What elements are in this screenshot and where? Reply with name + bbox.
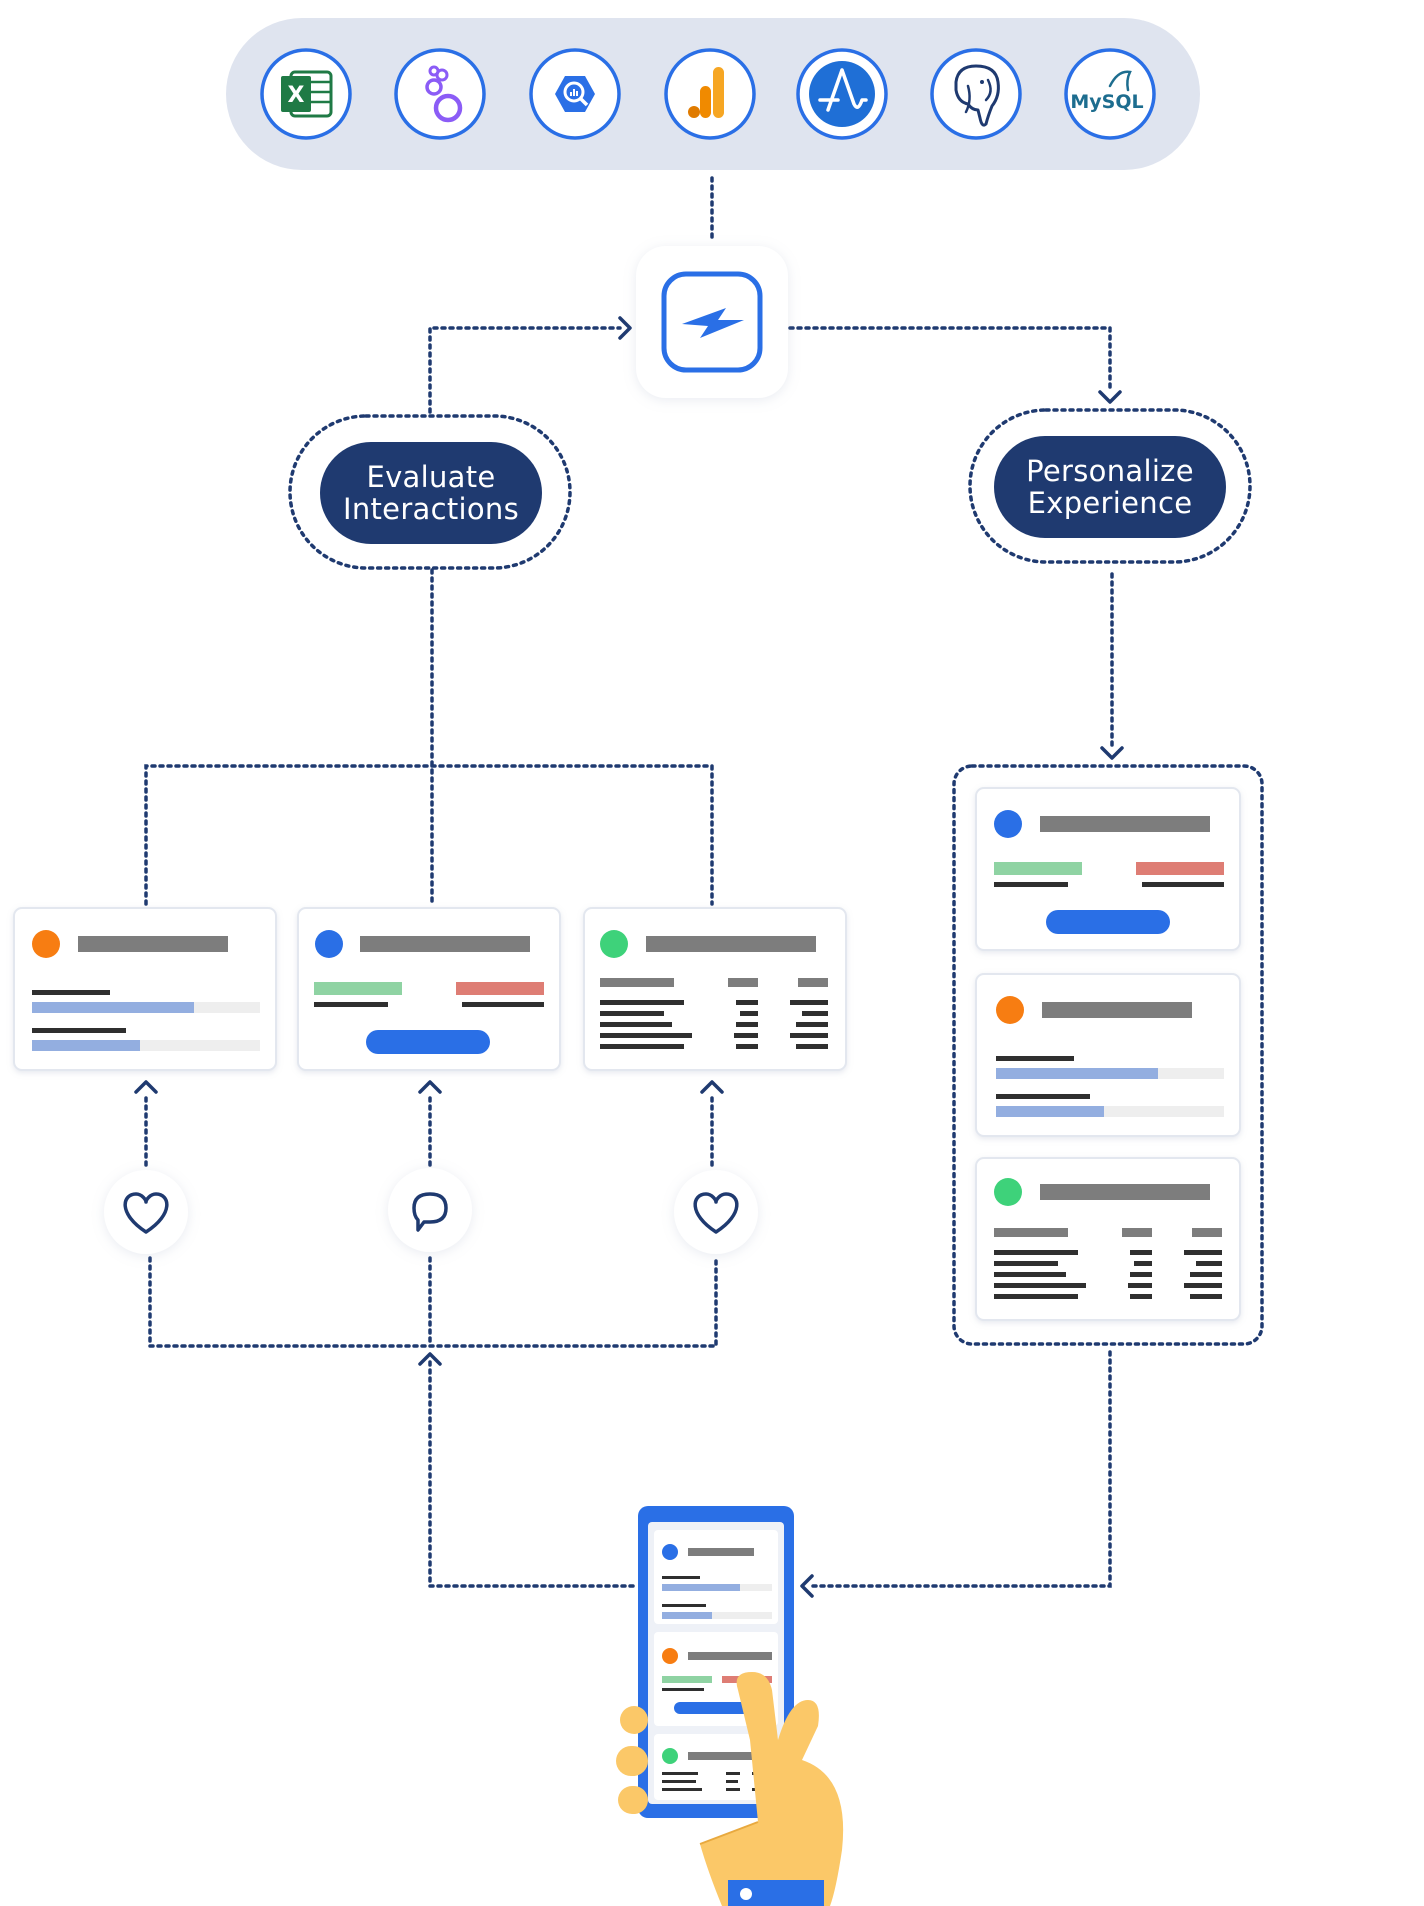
evaluate-interactions-node <box>320 442 542 544</box>
mobile-phone <box>638 1506 794 1818</box>
mysql-icon: MySQL <box>1064 48 1156 140</box>
hand <box>616 1672 844 1906</box>
panel-card-table <box>975 1157 1241 1321</box>
panel-card-progress <box>975 973 1241 1137</box>
evaluate-line-1: Evaluate <box>366 460 496 494</box>
evaluate-interactions-label: Evaluate Interactions <box>320 442 542 544</box>
excel-icon: X <box>260 48 352 140</box>
card-table <box>583 907 847 1071</box>
mysql-label: MySQL <box>1070 91 1143 113</box>
chat-bubble-icon <box>388 1168 472 1252</box>
bigquery-icon <box>529 48 621 140</box>
card-button <box>297 907 561 1071</box>
personalize-line-2: Experience <box>1027 486 1193 520</box>
card-progress <box>13 907 277 1071</box>
postgresql-icon <box>930 48 1022 140</box>
evaluate-line-2: Interactions <box>342 492 520 526</box>
looker-icon <box>394 48 486 140</box>
lightning-bolt-icon <box>682 308 744 338</box>
heart-icon <box>674 1170 758 1254</box>
excel-letter: X <box>288 83 305 108</box>
panel-card-button <box>975 787 1241 951</box>
arrowheads <box>134 316 1124 1598</box>
hub <box>636 246 788 398</box>
personalize-line-1: Personalize <box>1026 454 1194 488</box>
heart-icon <box>104 1170 188 1254</box>
personalize-experience-label: Personalize Experience <box>994 436 1226 538</box>
connector-lines <box>144 176 1264 1588</box>
personalize-experience-node <box>994 436 1226 538</box>
google-analytics-icon <box>664 48 756 140</box>
amplitude-icon <box>796 48 888 140</box>
